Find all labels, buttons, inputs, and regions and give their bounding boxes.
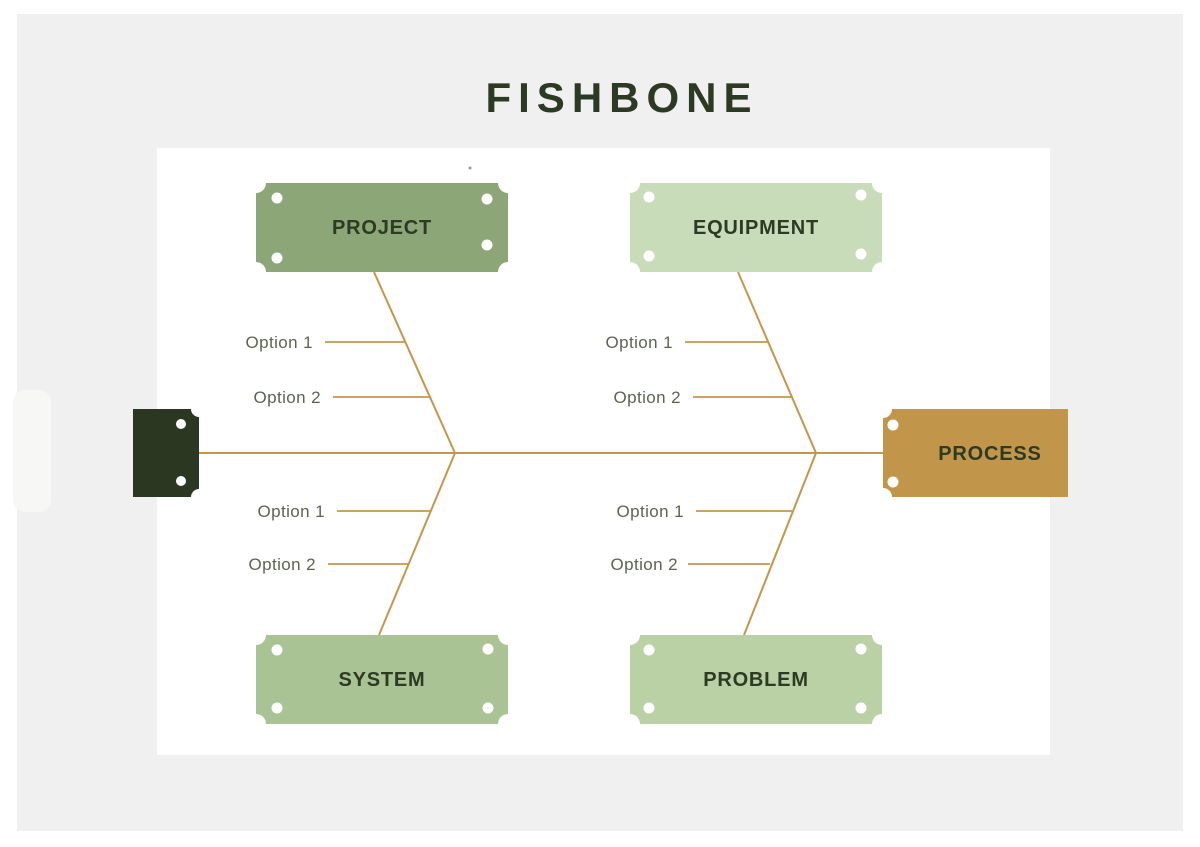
rivet-dot bbox=[887, 476, 899, 488]
rivet-dot bbox=[855, 189, 867, 201]
option-label-project-2[interactable]: Option 2 bbox=[254, 388, 321, 407]
rivet-dot bbox=[887, 419, 899, 431]
branch-line-project bbox=[373, 271, 456, 454]
side-peek-panel bbox=[13, 390, 51, 512]
rivet-dot bbox=[271, 644, 283, 656]
page-title: FISHBONE bbox=[485, 74, 759, 121]
stray-speck bbox=[468, 166, 472, 170]
rivet-dot bbox=[855, 643, 867, 655]
category-label-equipment[interactable]: EQUIPMENT bbox=[693, 217, 819, 239]
rivet-dot bbox=[176, 419, 186, 429]
rivet-dot bbox=[482, 643, 494, 655]
rivet-dot bbox=[481, 193, 493, 205]
tail-node[interactable] bbox=[133, 409, 199, 497]
category-label-project[interactable]: PROJECT bbox=[332, 217, 432, 239]
rivet-dot bbox=[643, 702, 655, 714]
option-label-system-2[interactable]: Option 2 bbox=[249, 555, 316, 574]
head-label-process[interactable]: PROCESS bbox=[938, 443, 1041, 465]
head-node-process[interactable] bbox=[883, 409, 1068, 497]
rivet-dot bbox=[481, 239, 493, 251]
category-label-problem[interactable]: PROBLEM bbox=[703, 669, 809, 691]
category-node-equipment[interactable] bbox=[630, 183, 882, 272]
branch-line-equipment bbox=[737, 271, 817, 454]
rivet-dot bbox=[643, 250, 655, 262]
option-label-system-1[interactable]: Option 1 bbox=[258, 502, 325, 521]
option-label-problem-1[interactable]: Option 1 bbox=[617, 502, 684, 521]
option-label-equipment-2[interactable]: Option 2 bbox=[614, 388, 681, 407]
category-node-project[interactable] bbox=[256, 183, 508, 272]
branch-line-system bbox=[378, 452, 456, 636]
rivet-dot bbox=[176, 476, 186, 486]
option-label-problem-2[interactable]: Option 2 bbox=[611, 555, 678, 574]
rivet-dot bbox=[643, 644, 655, 656]
option-label-equipment-1[interactable]: Option 1 bbox=[606, 333, 673, 352]
category-node-problem[interactable] bbox=[630, 635, 882, 724]
category-node-system[interactable] bbox=[256, 635, 508, 724]
rivet-dot bbox=[271, 192, 283, 204]
branch-line-problem bbox=[743, 452, 817, 636]
rivet-dot bbox=[855, 248, 867, 260]
rivet-dot bbox=[271, 702, 283, 714]
option-label-project-1[interactable]: Option 1 bbox=[246, 333, 313, 352]
rivet-dot bbox=[271, 252, 283, 264]
category-label-system[interactable]: SYSTEM bbox=[338, 669, 425, 691]
rivet-dot bbox=[643, 191, 655, 203]
rivet-dot bbox=[855, 702, 867, 714]
rivet-dot bbox=[482, 702, 494, 714]
